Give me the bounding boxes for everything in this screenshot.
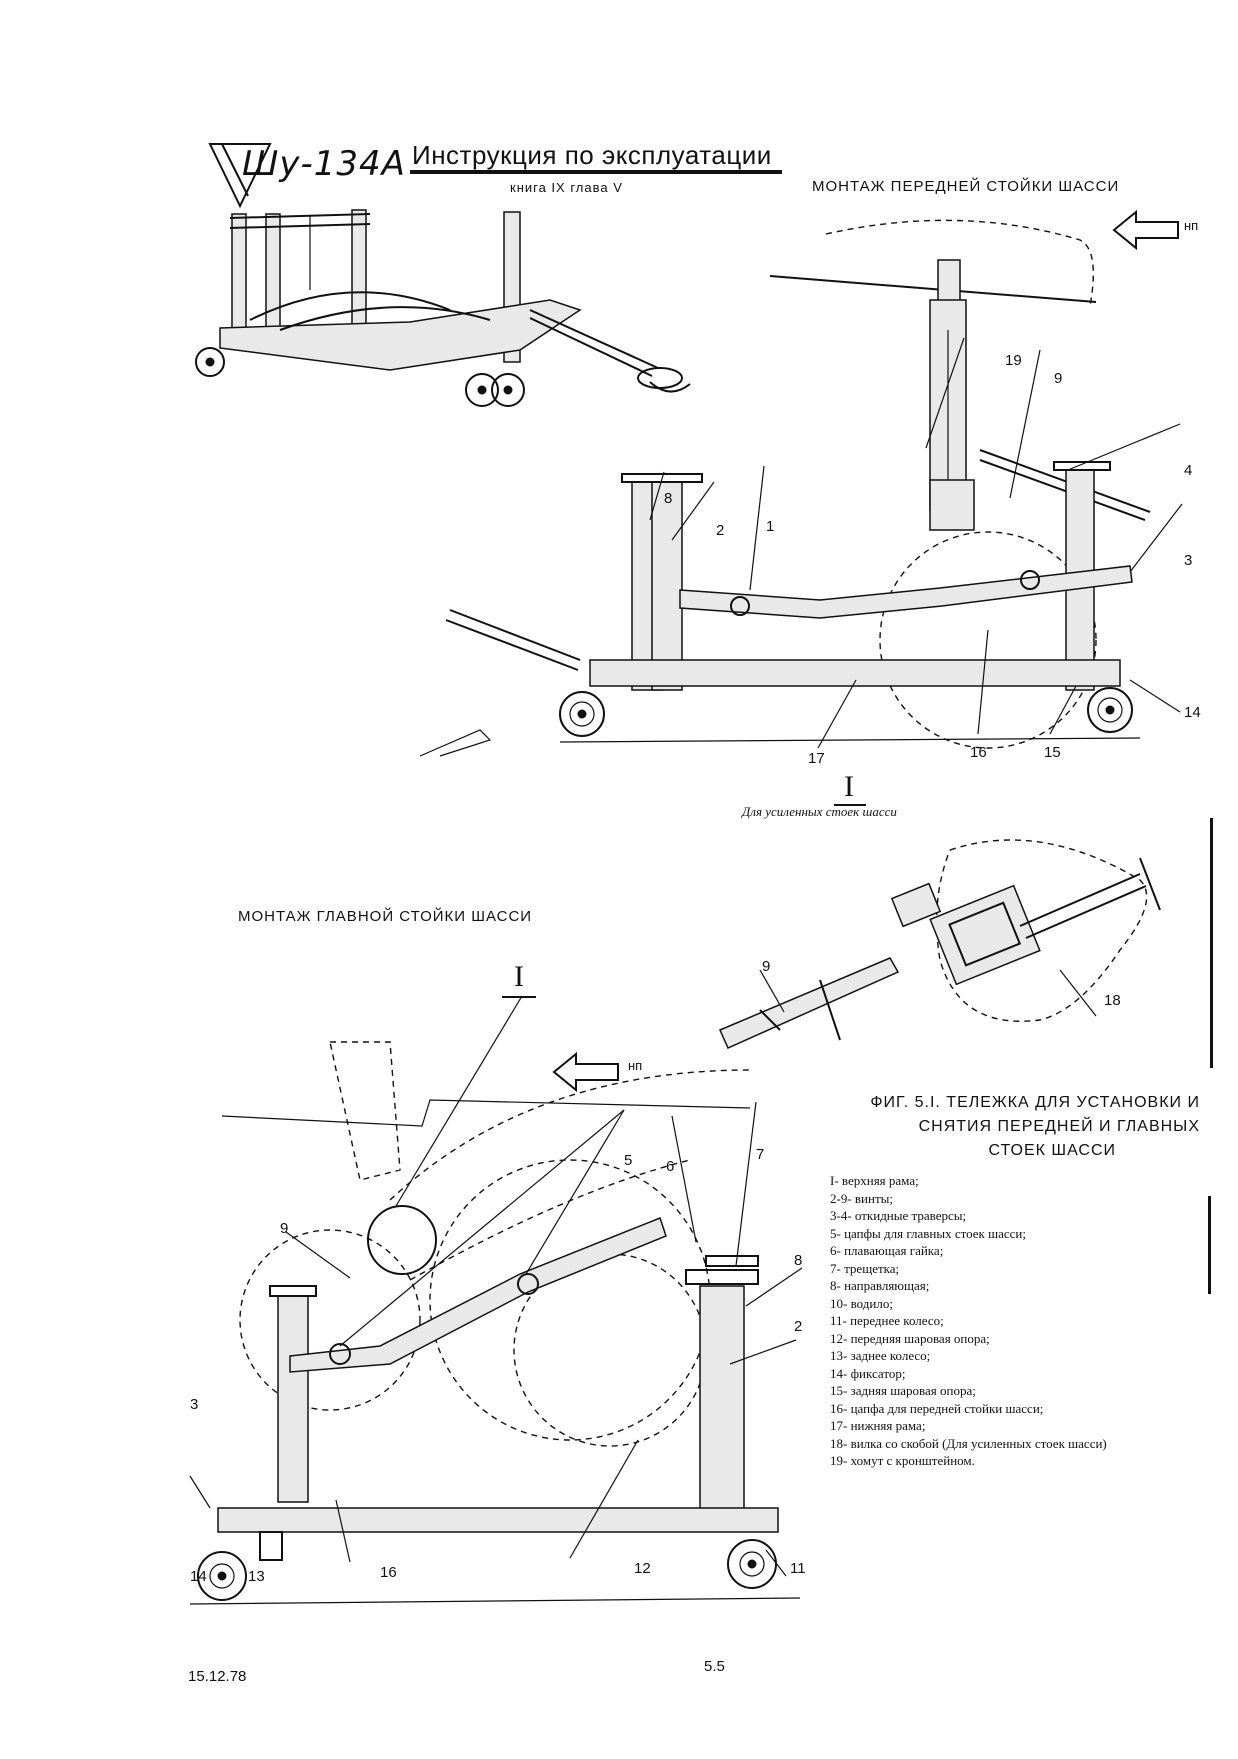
front-callout-15: 15: [1044, 744, 1061, 761]
front-view-caption: Для усиленных стоек шасси: [742, 804, 897, 819]
main-callout-8: 8: [794, 1252, 803, 1269]
main-callout-6: 6: [666, 1158, 675, 1175]
front-callout-16: 16: [970, 744, 987, 761]
np-label: нп: [1184, 218, 1199, 233]
legend-item: 12- передняя шаровая опора;: [830, 1330, 990, 1346]
front-view-mark: I: [844, 770, 854, 803]
legend-item: 16- цапфа для передней стойки шасси;: [830, 1400, 1044, 1416]
figure-caption-line2: СНЯТИЯ ПЕРЕДНЕЙ И ГЛАВНЫХ: [918, 1118, 1200, 1135]
front-callout-4: 4: [1184, 462, 1193, 479]
front-callout-3: 3: [1184, 552, 1193, 569]
legend-item: 11- переднее колесо;: [830, 1313, 944, 1328]
main-callout-14: 14: [190, 1568, 207, 1585]
page-number: 5.5: [704, 1658, 725, 1675]
np-arrow-icon: [1112, 209, 1179, 251]
detail-view-border: [1210, 818, 1213, 1068]
legend-item: 10- водило;: [830, 1295, 893, 1311]
main-view-mark-underline: [502, 996, 536, 998]
header-logo: Шу-134А: [208, 140, 405, 210]
detail-view-drawing: [719, 839, 1161, 1049]
front-callout-9: 9: [1054, 370, 1063, 387]
np-label-main: нп: [628, 1058, 643, 1073]
main-callout-11: 11: [790, 1560, 806, 1577]
legend-item: 2-9- винты;: [830, 1190, 893, 1206]
page-title: Инструкция по эксплуатации: [412, 140, 772, 170]
front-callout-14: 14: [1184, 704, 1201, 721]
legend-item: 7- трещетка;: [830, 1260, 900, 1276]
front-view-mark-underline: [834, 804, 866, 806]
front-callout-2: 2: [716, 522, 725, 539]
legend-item: 8- направляющая;: [830, 1278, 930, 1293]
front-section-heading: МОНТАЖ ПЕРЕДНЕЙ СТОЙКИ ШАССИ: [812, 178, 1120, 195]
title-underline: [410, 170, 782, 174]
main-callout-2: 2: [794, 1318, 803, 1335]
legend-item: 15- задняя шаровая опора;: [830, 1383, 976, 1398]
main-view-mark: I: [514, 960, 524, 993]
legend-item: 19- хомут с кронштейном.: [830, 1453, 975, 1468]
main-callout-5: 5: [624, 1152, 633, 1169]
detail-callout-9: 9: [762, 958, 771, 975]
legend-item: 17- нижняя рама;: [830, 1418, 926, 1433]
front-callout-8: 8: [664, 490, 673, 507]
legend-item: 6- плавающая гайка;: [830, 1243, 944, 1258]
legend-item: 13- заднее колесо;: [830, 1348, 931, 1363]
front-callout-1: 1: [766, 518, 775, 535]
main-callout-9: 9: [280, 1220, 289, 1237]
main-callout-12: 12: [634, 1560, 651, 1577]
legend-item: 5- цапфы для главных стоек шасси;: [830, 1225, 1027, 1241]
front-strut-assembly-drawing: [419, 219, 1183, 757]
main-strut-assembly-drawing: [189, 995, 803, 1605]
legend-list: I- верхняя рама; 2-9- винты; 3-4- откидн…: [830, 1172, 1107, 1470]
legend-border: [1208, 1196, 1211, 1294]
np-arrow-icon: [552, 1051, 619, 1093]
legend-item: I- верхняя рама;: [830, 1173, 919, 1188]
trolley-perspective-drawing: [195, 209, 691, 407]
legend-item: 3-4- откидные траверсы;: [830, 1208, 967, 1223]
figure-caption-line3: СТОЕК ШАССИ: [988, 1142, 1116, 1159]
legend-item: 14- фиксатор;: [830, 1365, 906, 1381]
figure-caption-line1: ФИГ. 5.I. ТЕЛЕЖКА ДЛЯ УСТАНОВКИ И: [870, 1094, 1200, 1111]
main-callout-13: 13: [248, 1568, 265, 1585]
footer-date: 15.12.78: [188, 1668, 247, 1685]
main-callout-7: 7: [756, 1146, 765, 1163]
main-callout-3: 3: [190, 1396, 199, 1413]
front-callout-19: 19: [1005, 352, 1022, 369]
front-callout-17: 17: [808, 750, 825, 767]
logo-text: Шу-134А: [242, 144, 406, 184]
detail-callout-18: 18: [1104, 992, 1121, 1009]
main-callout-16: 16: [380, 1564, 397, 1581]
main-section-heading: МОНТАЖ ГЛАВНОЙ СТОЙКИ ШАССИ: [238, 908, 533, 925]
legend-item: 18- вилка со скобой (Для усиленных стоек…: [830, 1435, 1107, 1451]
page-subtitle: книга IX глава V: [510, 180, 623, 195]
logo-triangle-icon: [208, 143, 272, 209]
